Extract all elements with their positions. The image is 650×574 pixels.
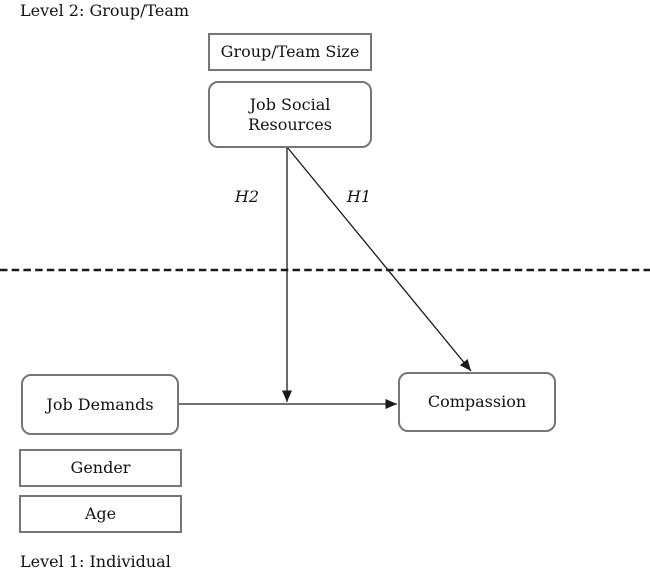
node-compassion: Compassion [398,372,556,432]
node-job-demands-label: Job Demands [46,394,154,414]
level1-label: Level 1: Individual [20,552,171,571]
node-gender: Gender [19,449,182,487]
node-job-demands: Job Demands [21,374,179,435]
node-age-label: Age [84,504,117,523]
h1-hypothesis-label: H1 [346,187,372,206]
node-age: Age [19,495,182,533]
node-group-team-size: Group/Team Size [208,33,372,71]
level2-label: Level 2: Group/Team [20,1,190,20]
h1-direct-arrow [286,146,472,372]
node-job-social-resources-label: Job Social Resources [248,94,332,134]
node-job-social-resources: Job Social Resources [208,81,372,148]
node-group-team-size-label: Group/Team Size [220,42,360,61]
h2-hypothesis-label: H2 [234,187,260,206]
node-compassion-label: Compassion [427,392,527,411]
node-gender-label: Gender [70,458,131,477]
